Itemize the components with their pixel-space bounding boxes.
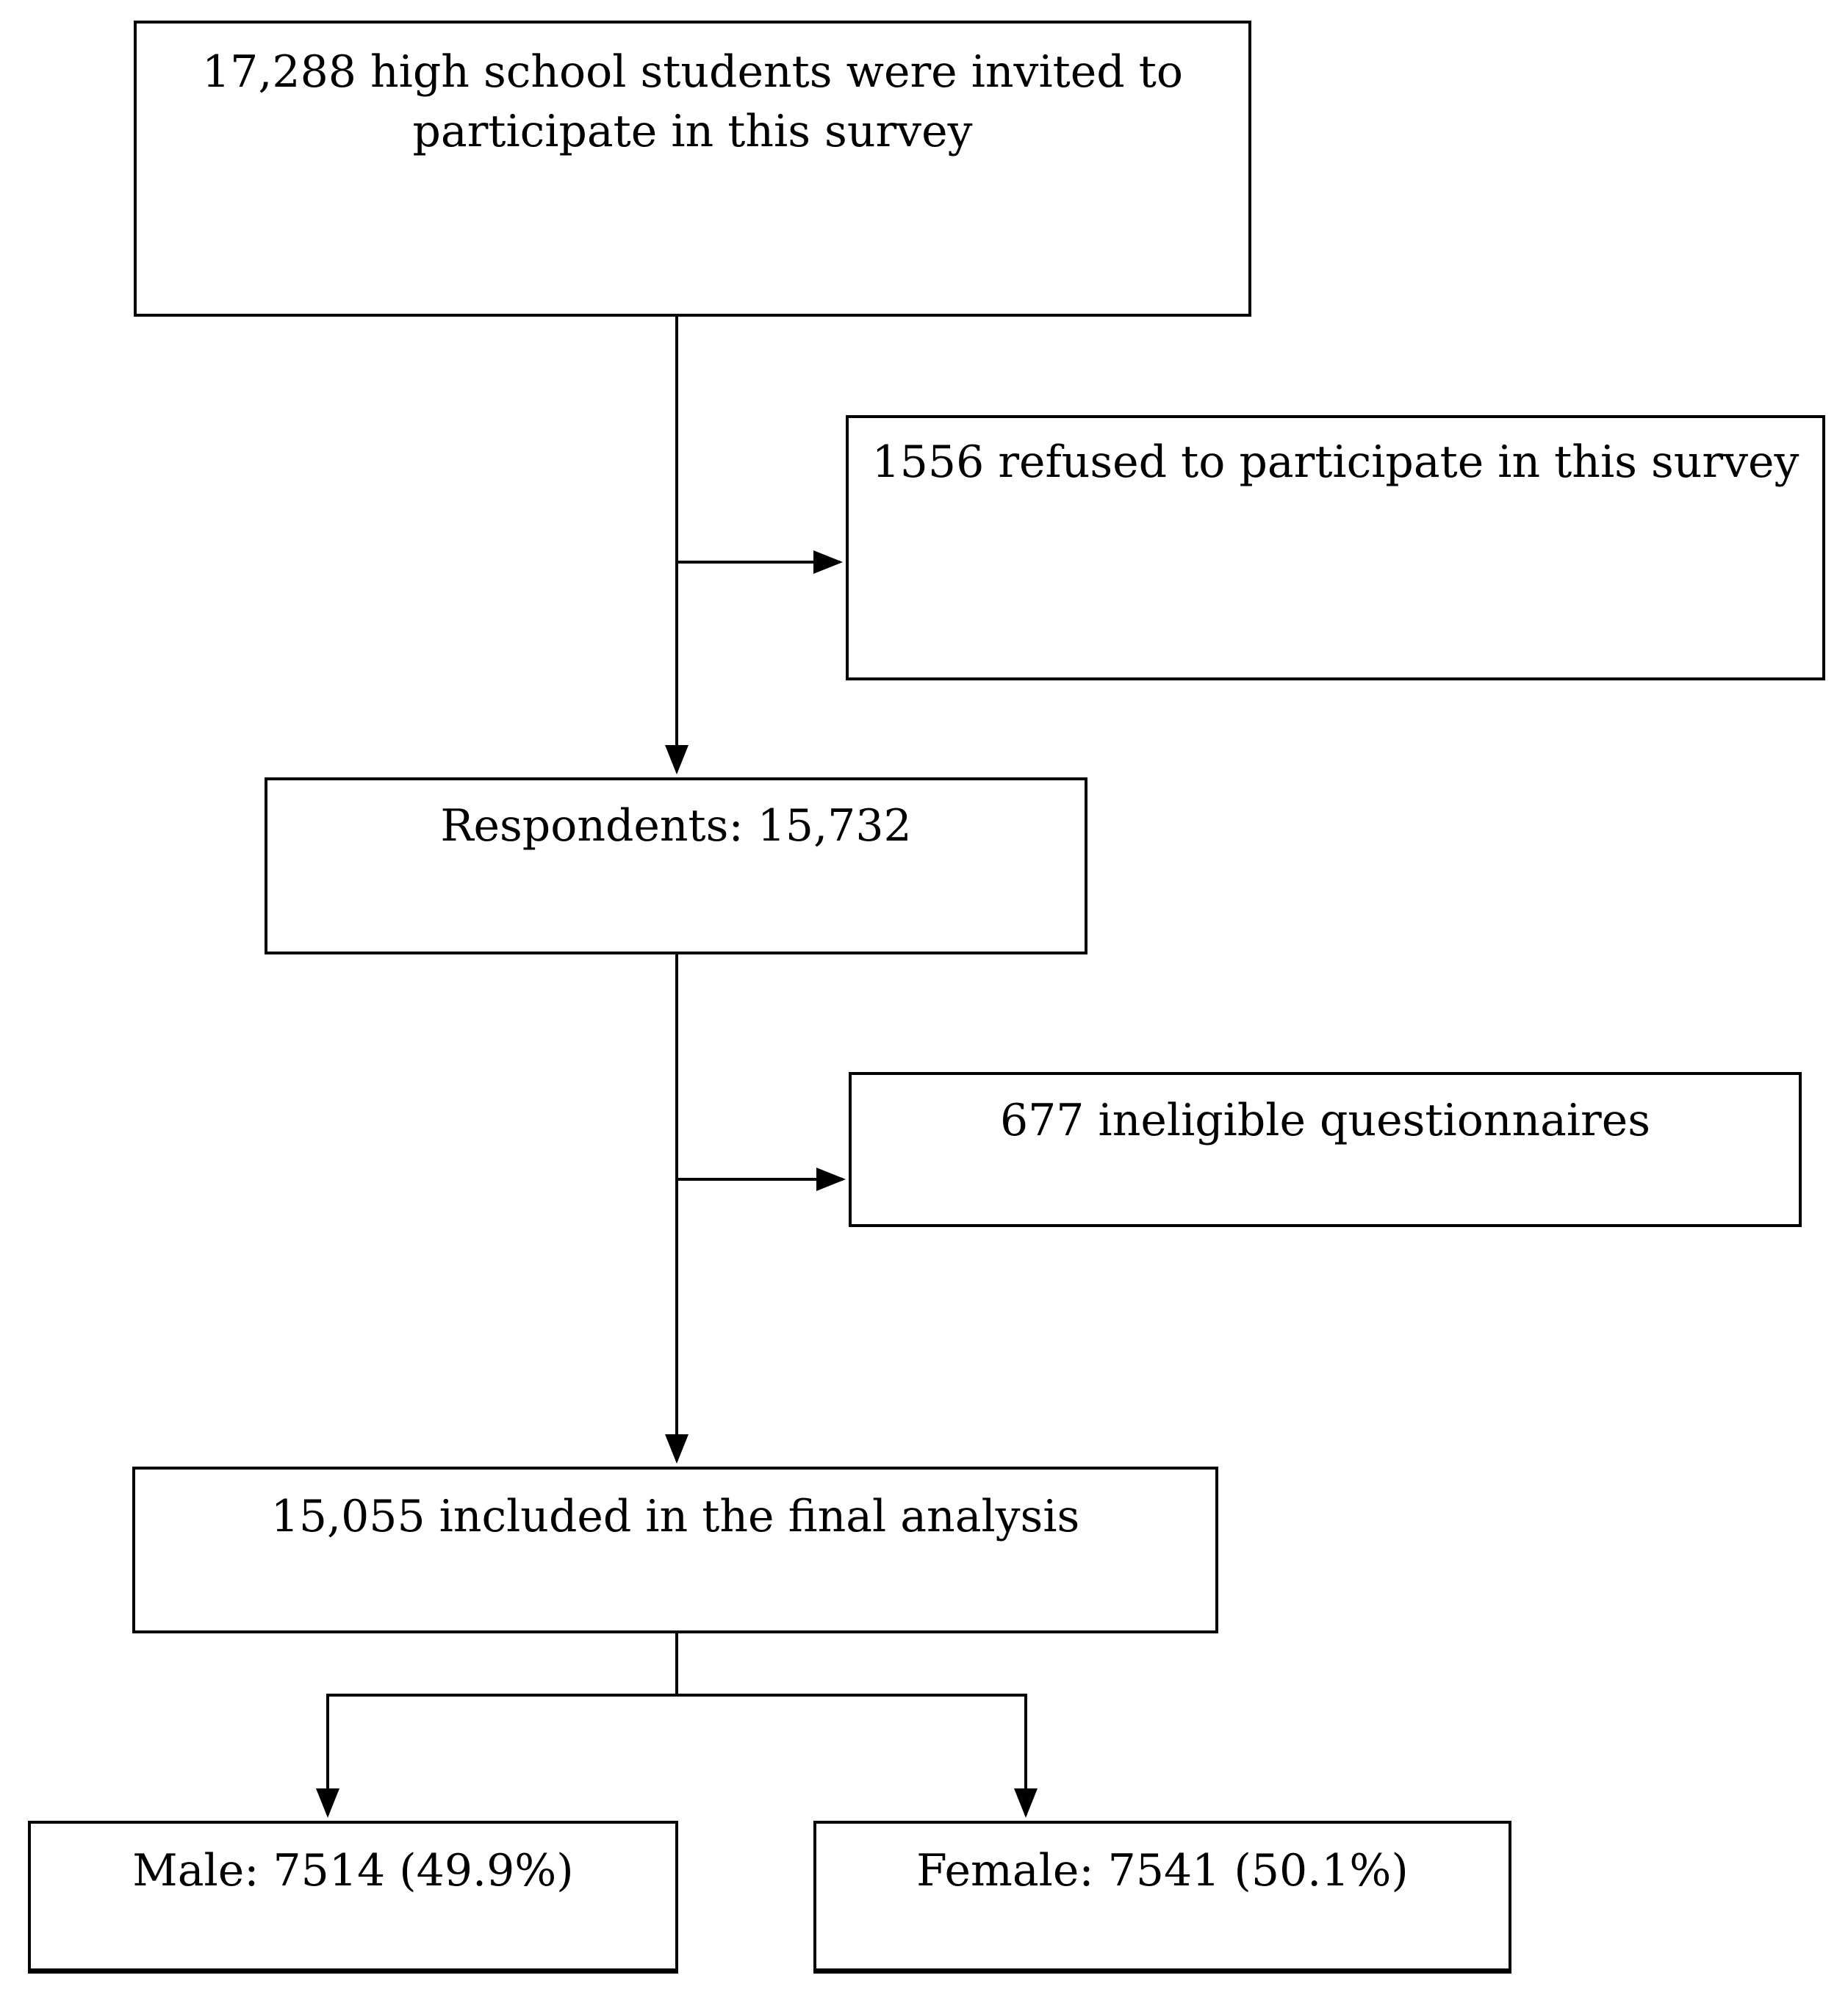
male-box: Male: 7514 (49.9%) — [28, 1821, 678, 1974]
respondents-text: Respondents: 15,732 — [440, 800, 912, 852]
final-analysis-box: 15,055 included in the final analysis — [132, 1467, 1218, 1633]
female-text: Female: 7541 (50.1%) — [916, 1845, 1409, 1896]
refused-participation-box: 1556 refused to participate in this surv… — [846, 415, 1825, 680]
male-text: Male: 7514 (49.9%) — [132, 1845, 574, 1896]
ineligible-questionnaires-box: 677 ineligible questionnaires — [849, 1072, 1802, 1227]
invited-students-box: 17,288 high school students were invited… — [134, 21, 1251, 317]
invited-students-text: 17,288 high school students were invited… — [202, 46, 1183, 157]
final-analysis-text: 15,055 included in the final analysis — [270, 1491, 1080, 1542]
ineligible-questionnaires-text: 677 ineligible questionnaires — [999, 1095, 1651, 1146]
refused-participation-text: 1556 refused to participate in this surv… — [871, 436, 1800, 488]
female-box: Female: 7541 (50.1%) — [813, 1821, 1511, 1974]
respondents-box: Respondents: 15,732 — [265, 777, 1087, 954]
